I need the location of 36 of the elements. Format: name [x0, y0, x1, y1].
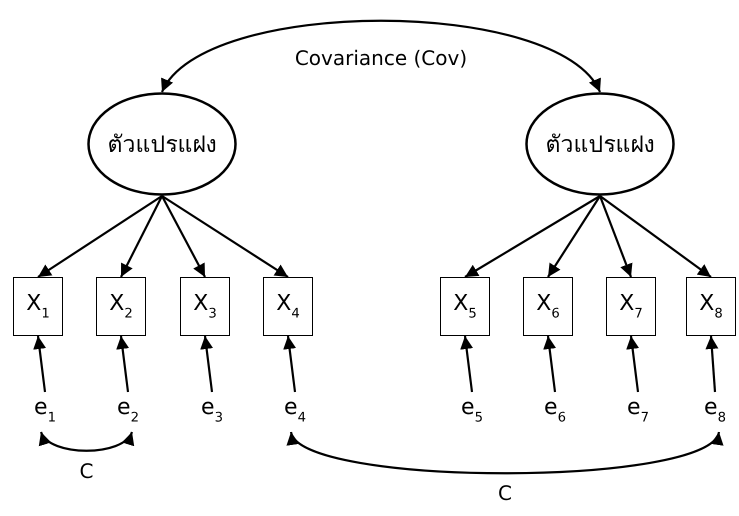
observed-variable-box: X$_{2}$ [96, 277, 146, 336]
arrow [464, 195, 601, 278]
error-term-label: e$_{7}$ [613, 392, 663, 428]
arrow [120, 196, 163, 278]
observed-variable-box: X$_{6}$ [523, 277, 573, 336]
arrow [705, 336, 718, 392]
double-headed-arrow [161, 20, 601, 93]
observed-variable-box: X$_{4}$ [263, 277, 313, 336]
arrow [598, 196, 632, 278]
error-term-label: e$_{2}$ [103, 392, 153, 428]
arrow [547, 195, 601, 278]
arrow [37, 195, 163, 278]
arrow [599, 195, 712, 278]
arrow [33, 336, 46, 392]
error-term-label: e$_{4}$ [270, 392, 320, 428]
arrow [283, 336, 296, 392]
arrow [200, 336, 214, 392]
arrow [460, 336, 474, 392]
observed-variable-box: X$_{1}$ [13, 277, 63, 336]
arrow [626, 336, 640, 392]
error-term-label: e$_{6}$ [530, 392, 580, 428]
arrow [161, 195, 206, 278]
error-term-label: e$_{1}$ [20, 392, 70, 428]
error-term-label: e$_{3}$ [187, 392, 237, 428]
observed-variable-box: X$_{7}$ [606, 277, 656, 336]
double-headed-arrow [40, 431, 133, 452]
observed-variable-box: X$_{5}$ [440, 277, 490, 336]
arrow [161, 195, 289, 278]
observed-variable-box: X$_{8}$ [686, 277, 736, 336]
latent-variable-ellipse: ตัวแปรแฝง [525, 92, 675, 196]
arrow [543, 336, 556, 392]
arrow [116, 336, 130, 392]
observed-variable-box: X$_{3}$ [180, 277, 230, 336]
error-term-label: e$_{5}$ [447, 392, 497, 428]
error-term-label: e$_{8}$ [693, 392, 737, 428]
latent-variable-ellipse: ตัวแปรแฝง [87, 92, 237, 196]
